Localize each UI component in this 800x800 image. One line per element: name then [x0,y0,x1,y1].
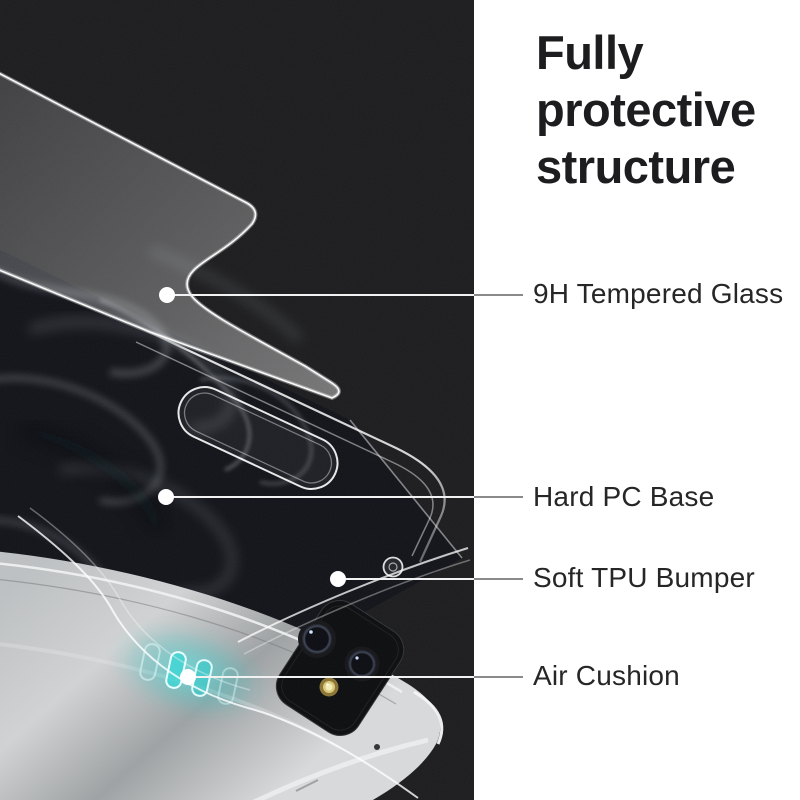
leader-air-cushion [180,669,523,685]
callout-label-soft-tpu-bumper: Soft TPU Bumper [533,562,755,593]
callout-label-hard-pc-base: Hard PC Base [533,481,715,512]
callout-label-tempered-glass: 9H Tempered Glass [533,278,784,309]
leader-dot [180,669,196,685]
callout-label-air-cushion: Air Cushion [533,660,680,691]
leader-hard-pc-base [158,489,523,505]
leader-dot [159,287,175,303]
leader-soft-tpu-bumper [330,571,523,587]
grain-overlay [0,0,474,800]
leader-dot [330,571,346,587]
leader-tempered-glass [159,287,523,303]
callout-leaders [158,287,523,685]
page-title: Fully protective structure [536,26,756,193]
leader-dot [158,489,174,505]
